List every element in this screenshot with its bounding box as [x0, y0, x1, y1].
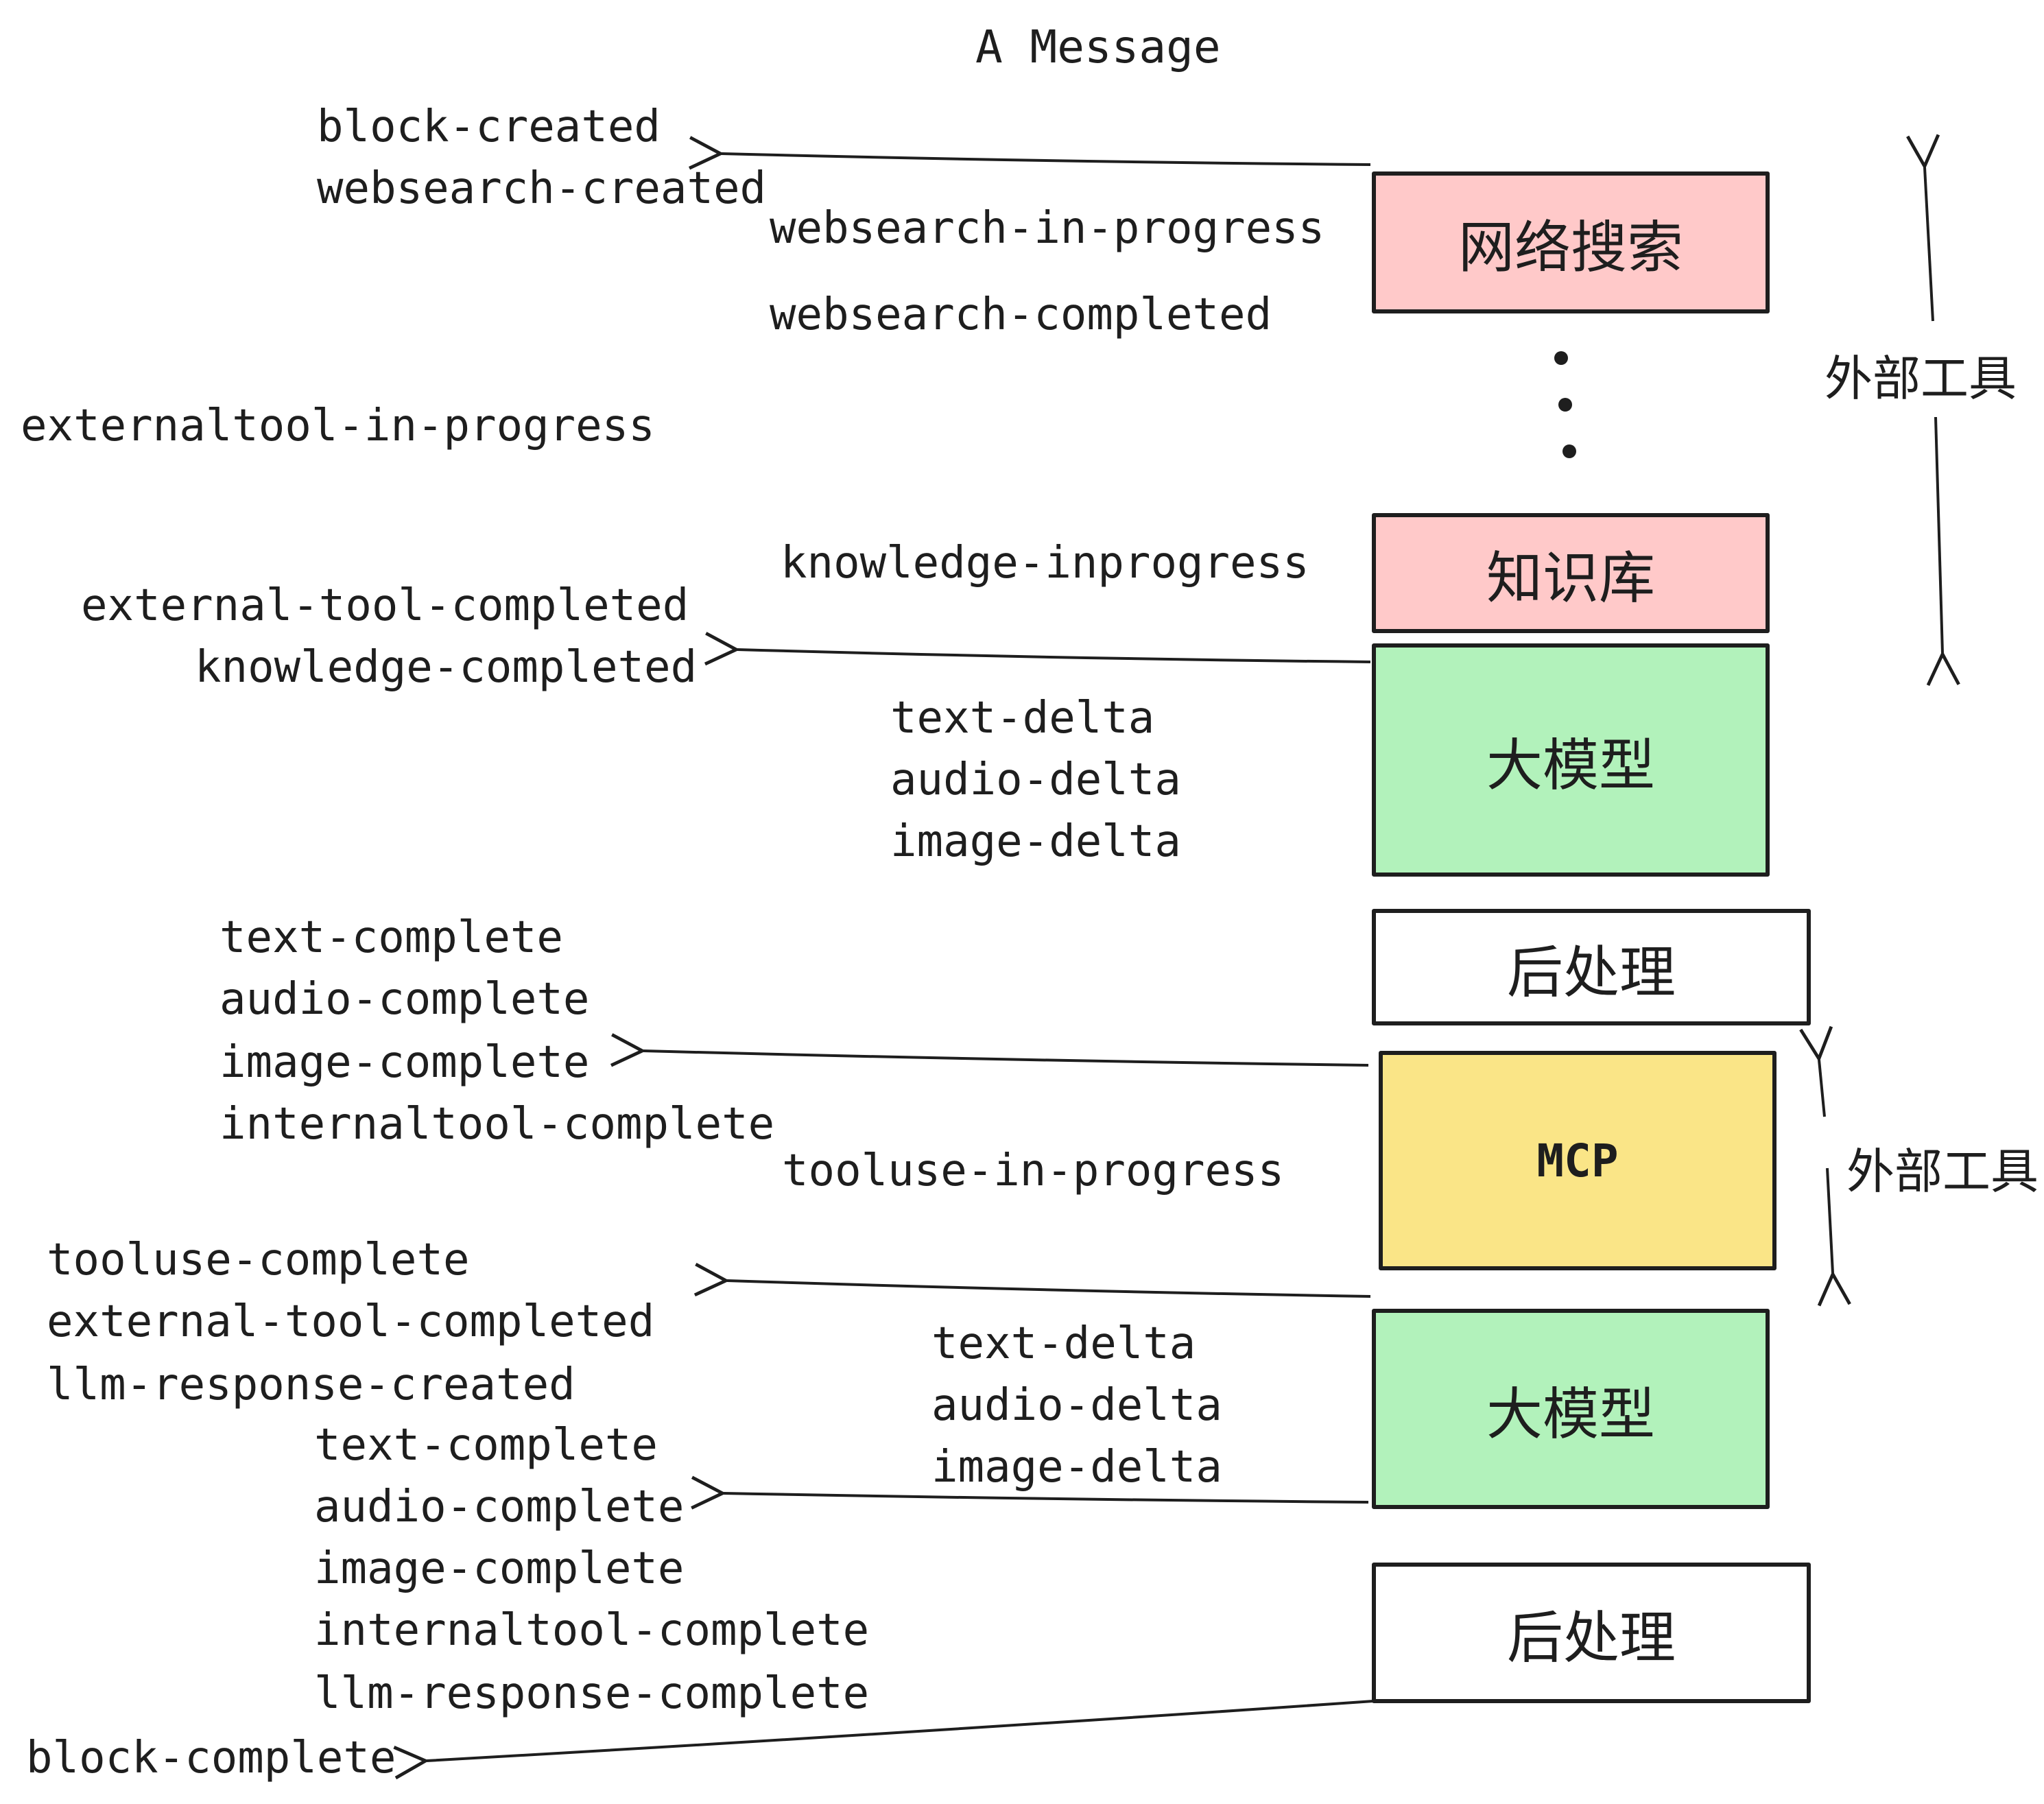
event-label-image-complete-2: image-complete: [314, 1543, 685, 1594]
arrow-external-tools-up-1: [1906, 134, 1940, 322]
side-label-external-tools-2: 外部工具: [1846, 1143, 2039, 1200]
event-label-websearch-in-progress: websearch-in-progress: [770, 203, 1325, 254]
event-label-text-complete-2: text-complete: [314, 1420, 658, 1471]
event-label-external-tool-completed-2: external-tool-completed: [47, 1296, 655, 1347]
event-label-knowledge-inprogress: knowledge-inprogress: [781, 538, 1309, 589]
side-label-external-tools-1: 外部工具: [1825, 351, 2017, 407]
event-label-knowledge-completed: knowledge-completed: [195, 642, 698, 693]
event-label-text-delta: text-delta: [890, 693, 1155, 744]
event-label-llm-response-created: llm-response-created: [47, 1360, 575, 1410]
event-label-text-delta-2: text-delta: [931, 1318, 1196, 1369]
arrow-llm2-to-tooluse-complete: [693, 1262, 1371, 1298]
arrow-llm2-to-audio-complete: [691, 1475, 1369, 1510]
event-label-internaltool-complete: internaltool-complete: [219, 1099, 775, 1150]
page-title: A Message: [975, 21, 1221, 73]
event-label-audio-complete: audio-complete: [219, 974, 590, 1025]
arrow-llm-to-knowledge-completed: [704, 632, 1371, 666]
node-knowledge: 知识库: [1372, 513, 1770, 633]
event-label-block-created: block-created: [317, 102, 661, 152]
event-label-externaltool-in-progress: externaltool-in-progress: [21, 401, 655, 451]
event-label-audio-delta: audio-delta: [890, 755, 1181, 805]
node-websearch-label: 网络搜索: [1458, 215, 1683, 281]
node-websearch: 网络搜索: [1372, 171, 1770, 313]
node-postprocess-bottom: 后处理: [1372, 1563, 1811, 1703]
node-postprocess-bottom-label: 后处理: [1506, 1606, 1676, 1671]
node-llm-top: 大模型: [1372, 643, 1770, 877]
event-label-tooluse-in-progress: tooluse-in-progress: [782, 1146, 1285, 1196]
node-postprocess-top: 后处理: [1372, 909, 1811, 1025]
event-label-external-tool-completed: external-tool-completed: [81, 580, 689, 631]
event-label-audio-complete-2: audio-complete: [314, 1482, 685, 1532]
event-label-llm-response-complete: llm-response-complete: [314, 1668, 870, 1719]
event-label-image-delta-2: image-delta: [931, 1442, 1222, 1493]
event-label-image-delta: image-delta: [890, 816, 1181, 867]
event-label-internaltool-complete-2: internaltool-complete: [314, 1605, 870, 1656]
arrow-websearch-to-block-created: [689, 136, 1371, 170]
arrow-mcp-to-image-complete: [610, 1033, 1369, 1067]
node-llm-bottom-label: 大模型: [1486, 1381, 1655, 1447]
event-label-websearch-completed: websearch-completed: [770, 289, 1272, 340]
node-postprocess-top-label: 后处理: [1506, 940, 1676, 1006]
arrow-external-tools-down-1: [1926, 416, 1960, 687]
event-label-block-complete: block-complete: [26, 1733, 396, 1783]
node-mcp-label: MCP: [1536, 1134, 1619, 1187]
event-label-image-complete: image-complete: [219, 1037, 590, 1088]
event-label-text-complete: text-complete: [219, 912, 563, 963]
event-label-tooluse-complete: tooluse-complete: [47, 1235, 470, 1285]
arrow-external-tools-down-2: [1817, 1167, 1851, 1307]
event-label-websearch-created: websearch-created: [317, 163, 767, 214]
arrow-external-tools-up-2: [1799, 1025, 1833, 1117]
node-llm-top-label: 大模型: [1486, 733, 1655, 798]
node-mcp: MCP: [1379, 1051, 1776, 1270]
node-knowledge-label: 知识库: [1486, 546, 1655, 611]
event-label-audio-delta-2: audio-delta: [931, 1380, 1222, 1431]
node-llm-bottom: 大模型: [1372, 1309, 1770, 1509]
